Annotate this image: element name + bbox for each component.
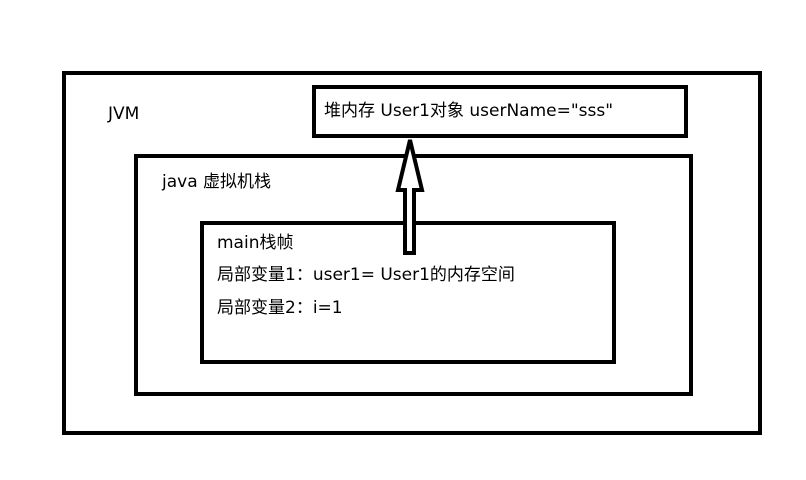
heap-memory-label: 堆内存 User1对象 userName="sss" bbox=[324, 101, 614, 121]
main-stack-frame-title: main栈帧 bbox=[217, 233, 294, 253]
local-variable-2: 局部变量2：i=1 bbox=[217, 298, 343, 318]
java-vm-stack-label: java 虚拟机栈 bbox=[162, 172, 272, 192]
local-variable-1: 局部变量1：user1= User1的内存空间 bbox=[217, 265, 515, 285]
jvm-label: JVM bbox=[108, 104, 140, 124]
heap-memory-box bbox=[312, 85, 688, 138]
